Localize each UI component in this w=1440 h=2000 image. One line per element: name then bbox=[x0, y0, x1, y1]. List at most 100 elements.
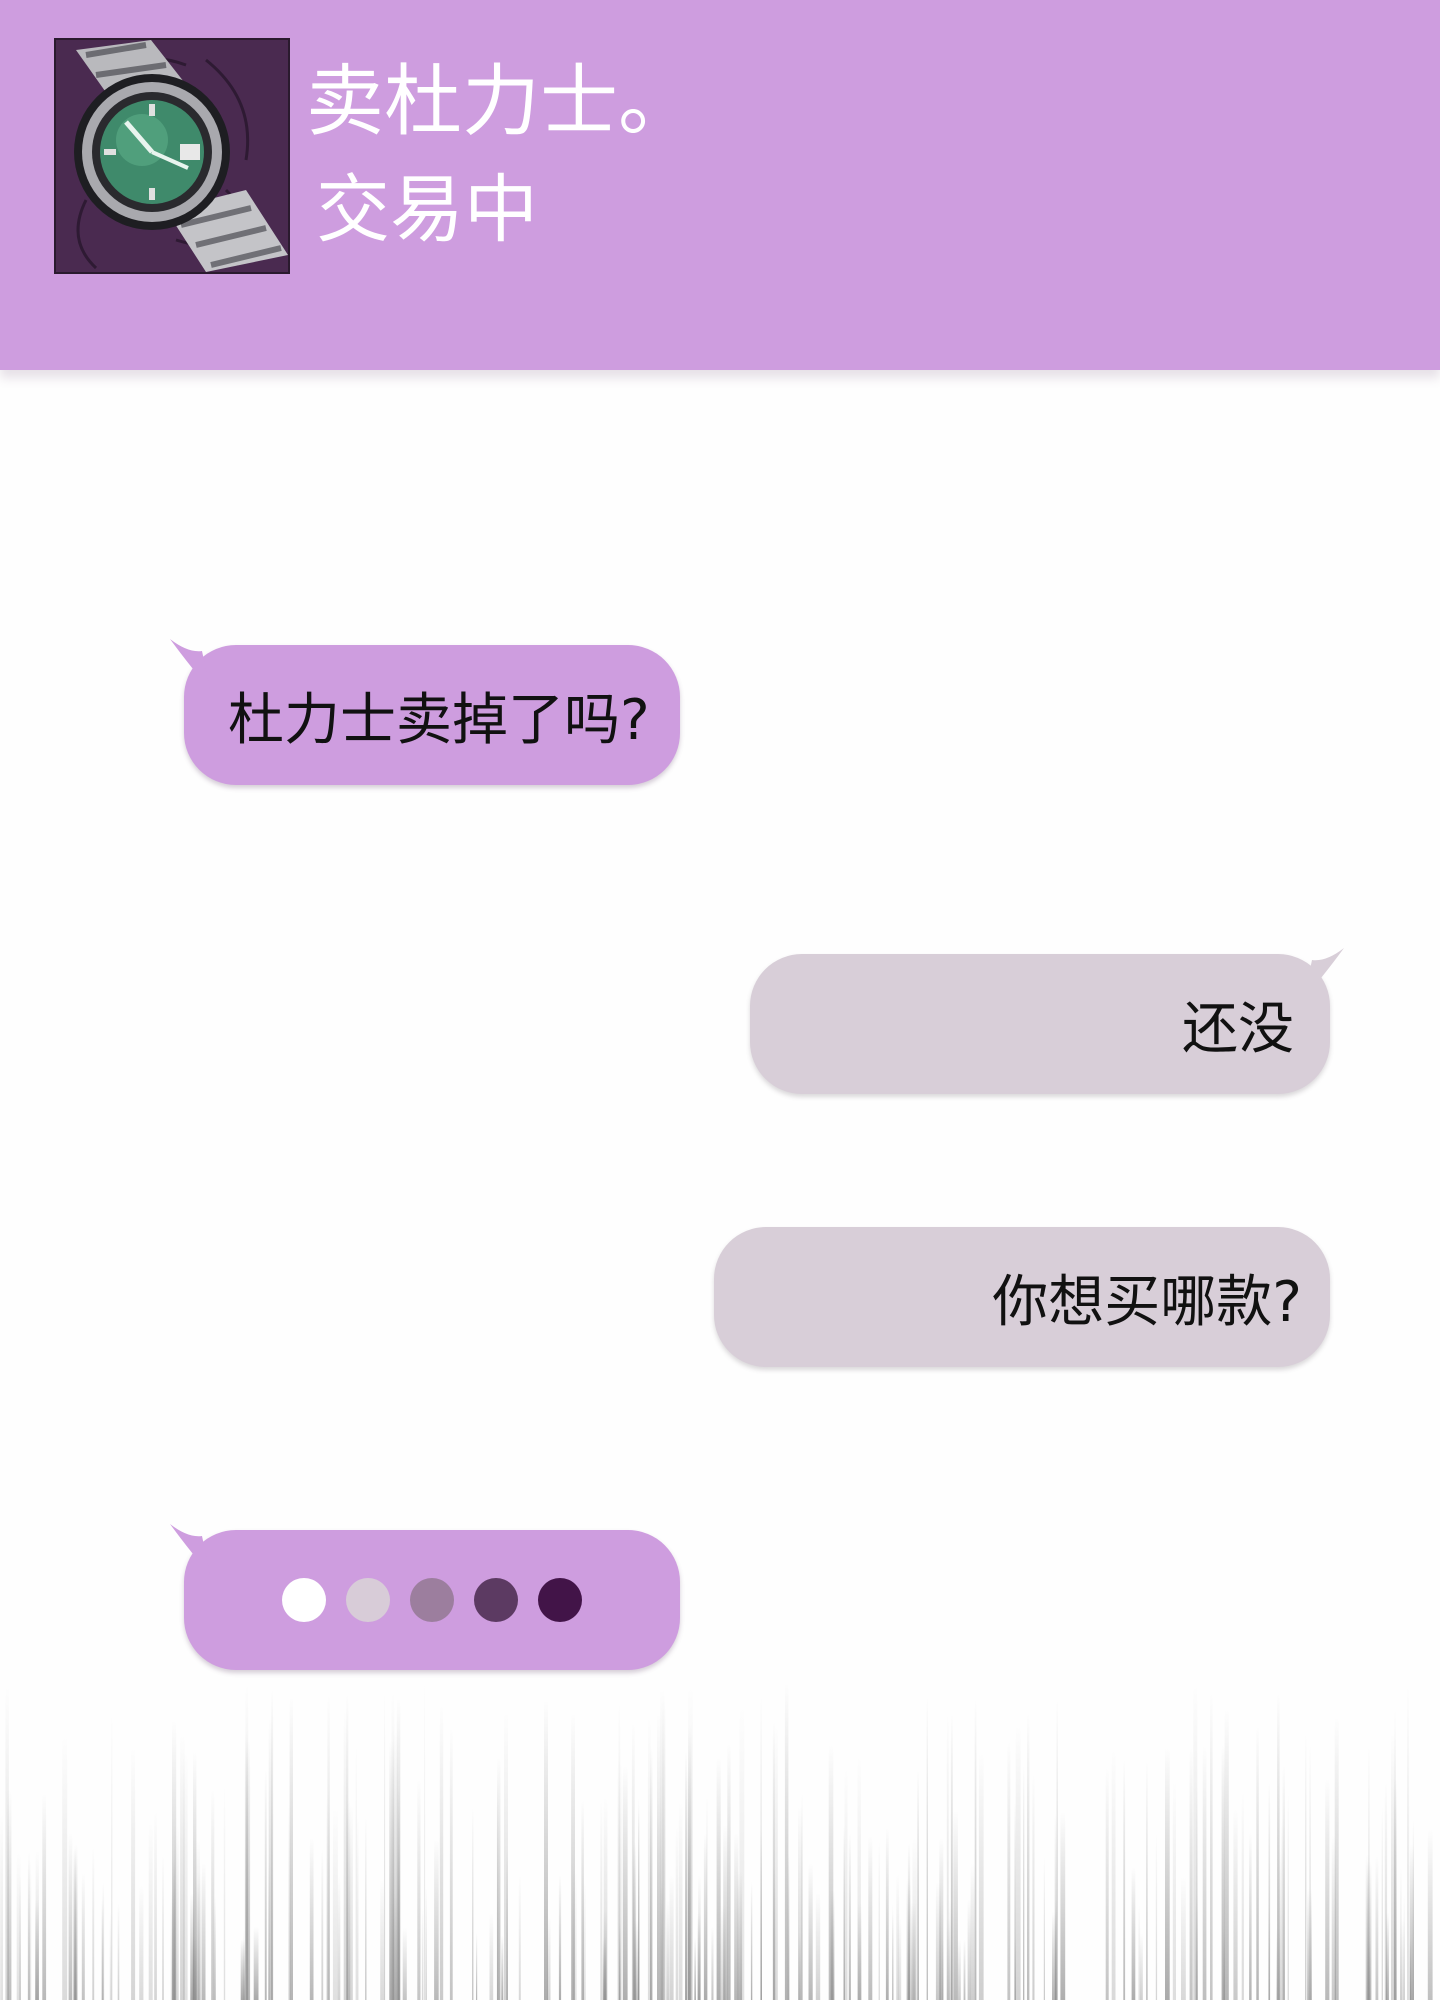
speed-line bbox=[600, 1799, 603, 2000]
speed-line bbox=[1384, 1781, 1388, 2000]
speed-line bbox=[857, 1755, 861, 2000]
speed-line bbox=[1281, 1819, 1284, 2000]
speed-line bbox=[1307, 1888, 1312, 2000]
speed-line bbox=[581, 1800, 584, 2000]
speed-line bbox=[501, 1935, 504, 2000]
speed-line bbox=[35, 1850, 39, 2000]
speed-line bbox=[1032, 1773, 1035, 2000]
speed-line bbox=[935, 1881, 941, 2000]
speed-line bbox=[1268, 1782, 1271, 2000]
speed-line bbox=[173, 1824, 179, 2000]
speed-line bbox=[425, 1886, 427, 2000]
speed-line bbox=[42, 1793, 47, 2000]
speed-line bbox=[734, 1832, 739, 2000]
message-bubble-incoming[interactable]: 杜力士卖掉了吗? bbox=[170, 639, 680, 785]
speed-line bbox=[727, 1742, 731, 2000]
speed-line bbox=[117, 1902, 120, 2000]
speed-line bbox=[703, 1833, 707, 2000]
speed-line bbox=[201, 1862, 206, 2000]
message-bubble-outgoing[interactable]: 你想买哪款? bbox=[714, 1227, 1330, 1367]
speed-line bbox=[669, 1874, 674, 2000]
message-list[interactable]: 杜力士卖掉了吗? 还没 你想买哪款? bbox=[0, 370, 1440, 2000]
speed-line bbox=[697, 1912, 701, 2000]
speed-line bbox=[1043, 1856, 1045, 2000]
speed-line bbox=[660, 1880, 663, 2000]
speed-line bbox=[1111, 1748, 1116, 2000]
speed-line bbox=[309, 1837, 314, 2000]
speed-line bbox=[321, 1849, 324, 2000]
message-bubble-outgoing[interactable]: 还没 bbox=[750, 948, 1344, 1094]
speed-line bbox=[253, 1927, 259, 2000]
speed-line bbox=[1007, 1741, 1011, 2000]
speed-line bbox=[1139, 1933, 1143, 2000]
speed-line bbox=[650, 1747, 653, 2000]
speed-line bbox=[737, 1871, 743, 2000]
speed-line bbox=[1386, 1912, 1389, 2000]
speed-line bbox=[170, 1890, 174, 2000]
speed-line bbox=[911, 1901, 916, 2000]
speed-line bbox=[602, 1937, 606, 2000]
speed-line bbox=[1052, 1911, 1057, 2000]
speed-line bbox=[772, 1720, 775, 2000]
speed-line bbox=[815, 1892, 821, 2000]
speed-line bbox=[892, 1902, 894, 2000]
speed-line bbox=[240, 1939, 246, 2000]
speed-line bbox=[1223, 1931, 1225, 2000]
speed-line bbox=[68, 1832, 73, 2000]
speed-line bbox=[1365, 1854, 1370, 2000]
speed-line bbox=[365, 1816, 367, 2000]
speed-line bbox=[1027, 1713, 1030, 2000]
speed-line bbox=[92, 1847, 95, 2000]
speed-line bbox=[346, 1798, 351, 2000]
speed-line bbox=[1381, 1806, 1383, 2000]
speed-line bbox=[619, 1922, 621, 2000]
speed-line bbox=[1256, 1725, 1259, 2000]
speed-line bbox=[289, 1696, 293, 2000]
speed-line bbox=[355, 1743, 357, 2000]
speed-line bbox=[678, 1800, 683, 2000]
speed-line bbox=[472, 1807, 474, 2000]
speed-line bbox=[1403, 1893, 1405, 2000]
speed-line bbox=[647, 1715, 651, 2000]
speed-line bbox=[1123, 1759, 1126, 2000]
speed-line bbox=[332, 1807, 338, 2000]
speed-line bbox=[957, 1939, 961, 2000]
speed-line bbox=[1015, 1724, 1021, 2000]
speed-line bbox=[773, 1724, 778, 2000]
speed-line bbox=[1279, 1850, 1282, 2000]
speed-line bbox=[16, 1851, 21, 2000]
typing-dots bbox=[282, 1578, 582, 1622]
speed-line bbox=[402, 1927, 407, 2000]
speed-line bbox=[172, 1859, 176, 2000]
speed-line bbox=[213, 1896, 216, 2000]
speed-lines-texture bbox=[0, 1680, 1433, 2000]
speed-line bbox=[686, 1769, 690, 2000]
chat-status: 交易中 bbox=[316, 167, 538, 253]
typing-dot bbox=[410, 1578, 454, 1622]
speed-line bbox=[1233, 1808, 1238, 2000]
speed-line bbox=[0, 1813, 3, 2000]
speed-line bbox=[193, 1751, 197, 2000]
speed-line bbox=[449, 1727, 453, 2000]
bubble-tail bbox=[1304, 948, 1344, 998]
speed-line bbox=[271, 1689, 274, 2000]
speed-line bbox=[688, 1726, 692, 2000]
bubble-tail bbox=[170, 639, 210, 689]
speed-line bbox=[1427, 1828, 1433, 2000]
speed-line bbox=[723, 1824, 728, 2000]
speed-line bbox=[28, 1851, 30, 2000]
speed-line bbox=[1282, 1765, 1285, 2000]
speed-line bbox=[1224, 1708, 1229, 2000]
contact-avatar[interactable] bbox=[54, 38, 290, 274]
speed-line bbox=[885, 1827, 889, 2000]
speed-line bbox=[1056, 1697, 1058, 2000]
speed-line bbox=[392, 1893, 397, 2000]
speed-line bbox=[942, 1938, 944, 2000]
speed-line bbox=[246, 1739, 251, 2000]
speed-line bbox=[657, 1796, 662, 2000]
speed-line bbox=[1189, 1746, 1193, 2000]
speed-line bbox=[1014, 1800, 1016, 2000]
speed-line bbox=[1393, 1779, 1397, 2000]
speed-line bbox=[830, 1890, 835, 2000]
speed-line bbox=[327, 1694, 330, 2000]
